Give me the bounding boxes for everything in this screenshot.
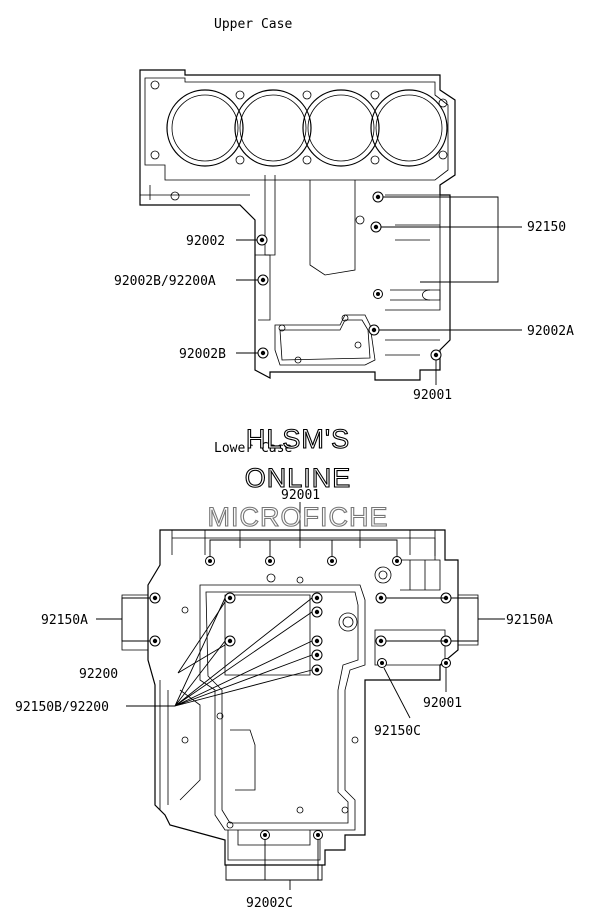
bolt-92002: [256, 234, 268, 246]
label-92150c: 92150C: [374, 724, 421, 739]
bolt-92150b-4: [311, 606, 323, 618]
bolt-92002c-2: [313, 830, 323, 840]
label-92001-top: 92001: [281, 488, 320, 503]
watermark-line-3: MICROFICHE: [208, 502, 389, 532]
lower-case-drawing: [121, 529, 479, 866]
watermark: HLSM'S ONLINE MICROFICHE: [207, 423, 389, 532]
bolt-92150a-left-2: [149, 635, 161, 647]
bolt-92002b-92200a: [257, 274, 269, 286]
label-92150a-right: 92150A: [506, 613, 553, 628]
watermark-line-2: ONLINE: [245, 463, 352, 493]
label-92150b-92200: 92150B/92200: [15, 700, 109, 715]
lower-case-title: Lower Case: [214, 441, 292, 456]
bolt-92001-top-4: [392, 556, 402, 566]
bolt-92001-right: [441, 658, 451, 668]
label-92002b: 92002B: [179, 347, 226, 362]
bolt-92150b-3: [311, 592, 323, 604]
bolt-extra: [373, 289, 383, 299]
bolt-92150c-1: [375, 592, 387, 604]
bolt-92150b-6: [311, 649, 323, 661]
label-92150: 92150: [527, 220, 566, 235]
upper-case-bolts: [256, 191, 442, 361]
bolt-92150a-left-1: [149, 592, 161, 604]
upper-case-drawing: [139, 69, 456, 381]
label-92200: 92200: [79, 667, 118, 682]
upper-leader-lines: [236, 196, 522, 385]
bolt-92150b-2: [224, 635, 236, 647]
label-92002b-92200a: 92002B/92200A: [114, 274, 216, 289]
bolt-92002c-1: [260, 830, 270, 840]
label-92002c: 92002C: [246, 896, 293, 911]
bolt-92002b: [257, 347, 269, 359]
label-92002a: 92002A: [527, 324, 574, 339]
bolt-92001-top-2: [265, 556, 275, 566]
upper-case-title: Upper Case: [214, 17, 292, 32]
watermark-line-1: HLSM'S: [246, 424, 350, 454]
bolt-92150b-1: [224, 592, 236, 604]
bolt-92001-top-1: [205, 556, 215, 566]
bolt-92150-mid: [370, 221, 382, 233]
label-92150a-left: 92150A: [41, 613, 88, 628]
bolt-92150-top: [372, 191, 384, 203]
lower-leader-lines: [96, 502, 505, 890]
bolt-92150c-2: [375, 635, 387, 647]
label-92002: 92002: [186, 234, 225, 249]
bolt-92001: [430, 349, 442, 361]
bolt-92150c-3: [377, 658, 387, 668]
bolt-92150b-7: [311, 664, 323, 676]
label-92001-upper: 92001: [413, 388, 452, 403]
bolt-92150b-5: [311, 635, 323, 647]
bolt-92002a: [368, 324, 380, 336]
lower-case-bolts: [149, 556, 452, 840]
bolt-92001-top-3: [327, 556, 337, 566]
label-92001-right: 92001: [423, 696, 462, 711]
